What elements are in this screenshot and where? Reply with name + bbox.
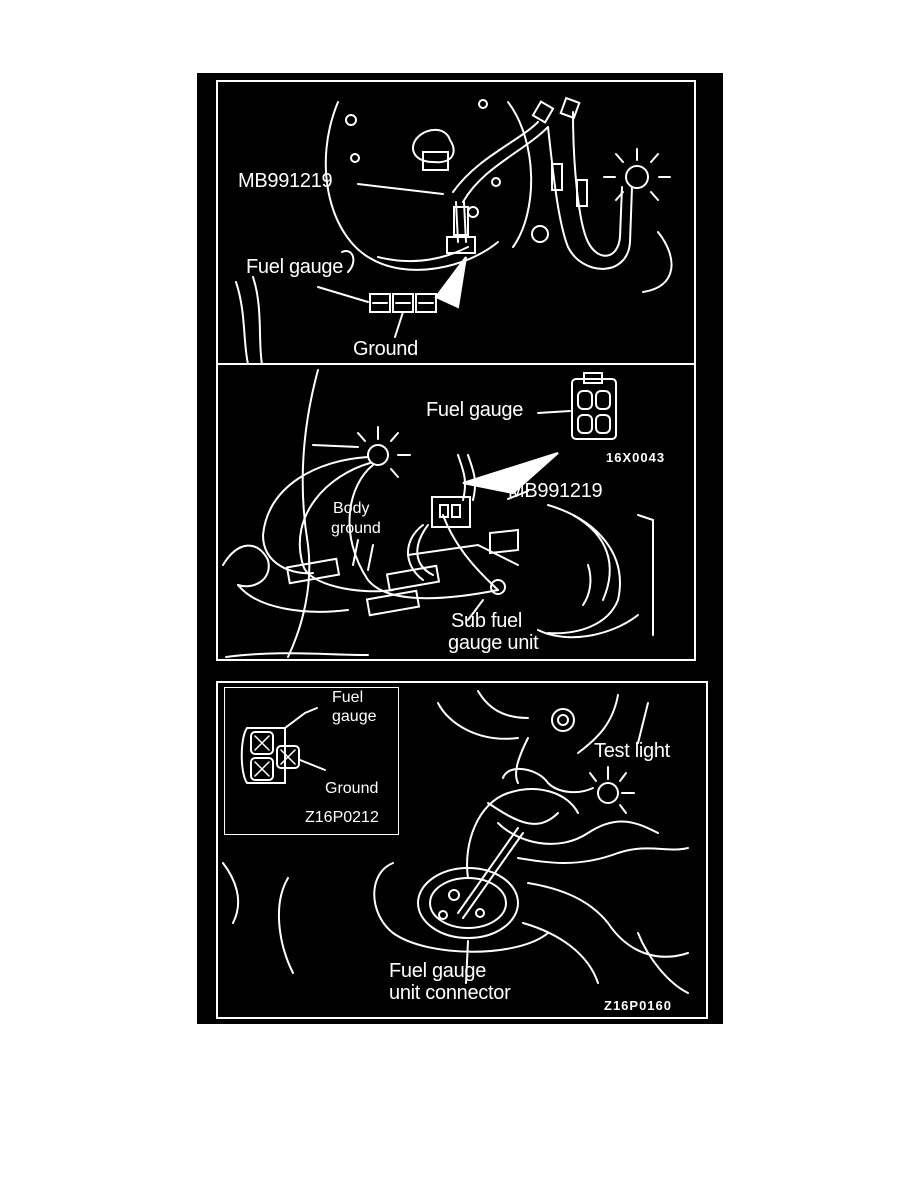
diagram-figure: MB991219 Fuel gauge Ground xyxy=(197,73,723,1024)
label-code-z16p0160: Z16P0160 xyxy=(604,998,672,1013)
middle-illustration xyxy=(222,369,654,658)
panel-bottom: Fuel gauge Ground Z16P0212 Test light Fu… xyxy=(216,681,708,1019)
label-ground: Ground xyxy=(353,338,418,360)
label-connector-line2: unit connector xyxy=(389,982,511,1004)
inset-label-fuel-line1: Fuel xyxy=(332,689,364,706)
label-test-light: Test light xyxy=(594,740,670,762)
label-tool-mb991219: MB991219 xyxy=(508,480,603,502)
label-tool-mb991219: MB991219 xyxy=(238,170,333,192)
label-fuel-gauge: Fuel gauge xyxy=(246,256,344,278)
top-illustration xyxy=(235,96,673,365)
label-sub-fuel-line1: Sub fuel xyxy=(451,610,522,632)
label-body-ground-line1: Body xyxy=(333,500,370,517)
connector-inset: Fuel gauge Ground Z16P0212 xyxy=(224,687,399,835)
panel-middle: Fuel gauge 16X0043 MB991219 Body ground … xyxy=(216,363,696,661)
label-body-ground-line2: ground xyxy=(331,520,381,537)
panel-top: MB991219 Fuel gauge Ground xyxy=(216,80,696,367)
label-fuel-gauge-connector: Fuel gauge xyxy=(426,399,524,421)
label-connector-line1: Fuel gauge xyxy=(389,960,487,982)
bottom-illustration xyxy=(222,690,689,994)
label-code-16x0043: 16X0043 xyxy=(606,450,666,465)
label-sub-fuel-line2: gauge unit xyxy=(448,632,539,654)
inset-label-fuel-line2: gauge xyxy=(332,708,377,725)
inset-label-ground: Ground xyxy=(325,780,379,797)
inset-connector-drawing xyxy=(240,707,326,784)
inset-label-code: Z16P0212 xyxy=(305,809,379,826)
